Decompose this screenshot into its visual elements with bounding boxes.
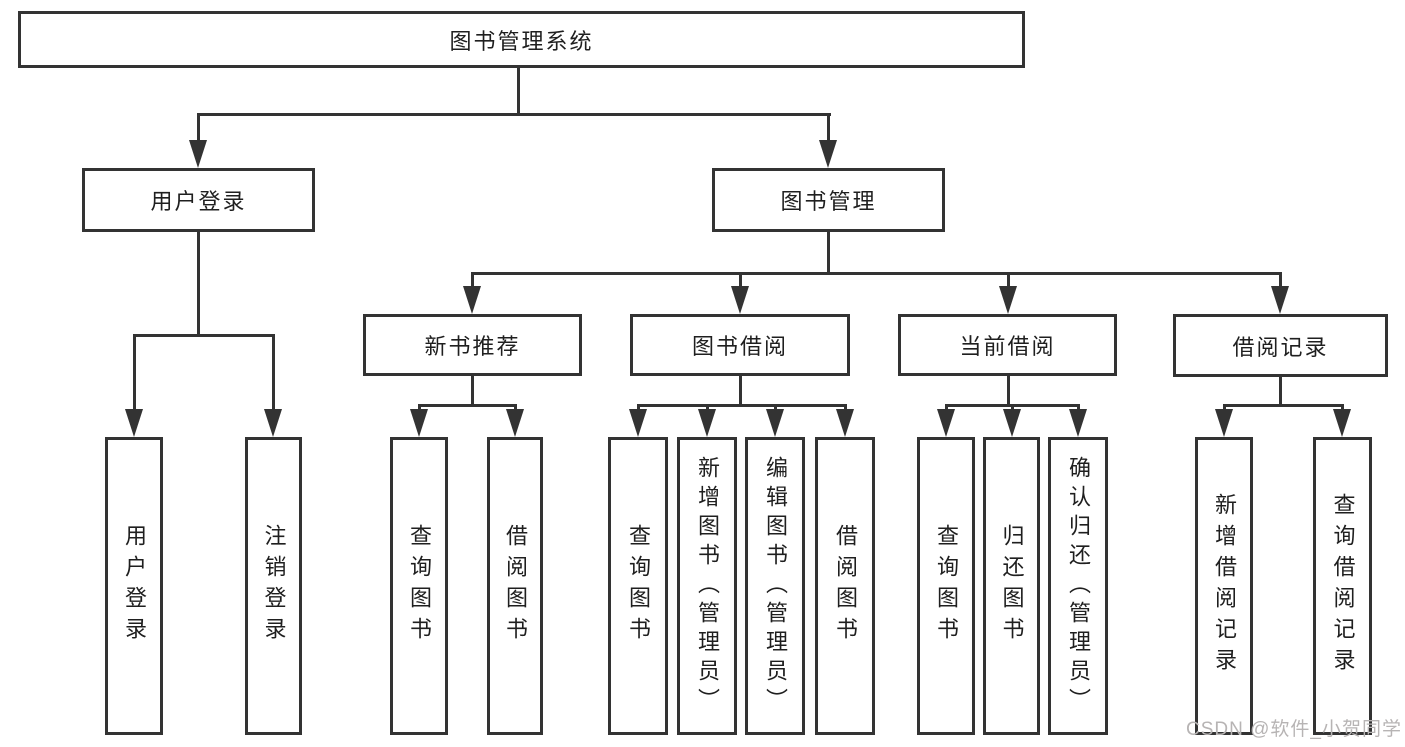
node-new-book-recommend-label: 新书推荐 [424,334,521,359]
leaf-node-add-book-admin-label: 新增图书（管理员） [695,455,720,717]
node-book-management: 图书管理 [712,168,945,232]
connector-line [471,376,474,407]
leaf-node-recommend-query-book: 查询图书 [390,437,448,735]
connector-line [197,232,200,337]
connector-line [1279,377,1282,407]
arrow-down-icon [999,286,1017,314]
leaf-node-recommend-borrow-book-label: 借阅图书 [503,524,528,648]
connector-line [1279,272,1282,292]
leaf-node-confirm-return-admin: 确认归还（管理员） [1048,437,1108,735]
leaf-node-borrow-book-label: 借阅图书 [833,524,858,648]
leaf-node-query-borrow-record-label: 查询借阅记录 [1330,493,1356,679]
arrow-down-icon [937,409,955,437]
leaf-node-add-borrow-record-label: 新增借阅记录 [1212,493,1237,679]
arrow-down-icon [766,409,784,437]
node-root-label: 图书管理系统 [449,28,594,54]
arrow-down-icon [463,286,481,314]
node-book-management-label: 图书管理 [780,189,877,214]
connector-line [197,113,200,145]
leaf-node-return-book-label: 归还图书 [999,524,1025,648]
connector-line [827,232,830,275]
leaf-node-current-query-book: 查询图书 [917,437,975,735]
connector-line [637,404,847,407]
leaf-node-recommend-borrow-book: 借阅图书 [487,437,543,735]
connector-line [133,334,275,337]
node-borrow-record: 借阅记录 [1173,314,1388,377]
connector-line [133,334,136,414]
arrow-down-icon [189,140,207,168]
connector-line [517,68,520,116]
connector-line [471,272,474,292]
arrow-down-icon [1215,409,1233,437]
leaf-node-recommend-query-book-label: 查询图书 [407,524,432,648]
leaf-node-add-borrow-record: 新增借阅记录 [1195,437,1253,735]
connector-line [418,404,517,407]
arrow-down-icon [1003,409,1021,437]
node-borrow-record-label: 借阅记录 [1232,334,1329,360]
arrow-down-icon [1271,286,1289,314]
connector-line [272,334,275,414]
connector-line [739,272,742,292]
arrow-down-icon [125,409,143,437]
leaf-node-borrow-query-book-label: 查询图书 [626,524,651,648]
arrow-down-icon [1069,409,1087,437]
arrow-down-icon [629,409,647,437]
connector-line [1007,272,1010,292]
leaf-node-confirm-return-admin-label: 确认归还（管理员） [1066,455,1091,717]
leaf-node-user-login-label: 用户登录 [122,524,147,648]
arrow-down-icon [836,409,854,437]
node-user-login-label: 用户登录 [150,189,247,214]
arrow-down-icon [1333,409,1351,437]
leaf-node-add-book-admin: 新增图书（管理员） [677,437,737,735]
node-book-borrow: 图书借阅 [630,314,850,376]
leaf-node-logout-label: 注销登录 [261,524,287,648]
node-current-borrow-label: 当前借阅 [959,334,1056,359]
arrow-down-icon [819,140,837,168]
arrow-down-icon [264,409,282,437]
node-user-login: 用户登录 [82,168,315,232]
leaf-node-edit-book-admin: 编辑图书（管理员） [745,437,805,735]
arrow-down-icon [731,286,749,314]
leaf-node-query-borrow-record: 查询借阅记录 [1313,437,1372,735]
leaf-node-logout: 注销登录 [245,437,302,735]
connector-line [471,272,1281,275]
connector-line [1007,376,1010,407]
leaf-node-borrow-query-book: 查询图书 [608,437,668,735]
csdn-watermark: CSDN @软件_小贺同学 [1186,719,1402,740]
leaf-node-user-login: 用户登录 [105,437,163,735]
arrow-down-icon [506,409,524,437]
node-current-borrow: 当前借阅 [898,314,1117,376]
leaf-node-edit-book-admin-label: 编辑图书（管理员） [763,455,788,717]
connector-line [1223,404,1344,407]
connector-line [827,113,830,145]
connector-line [739,376,742,407]
node-book-borrow-label: 图书借阅 [691,334,788,359]
node-root: 图书管理系统 [18,11,1025,68]
arrow-down-icon [698,409,716,437]
leaf-node-borrow-book: 借阅图书 [815,437,875,735]
connector-line [197,113,831,116]
leaf-node-return-book: 归还图书 [983,437,1040,735]
node-new-book-recommend: 新书推荐 [363,314,582,376]
leaf-node-current-query-book-label: 查询图书 [934,524,959,648]
arrow-down-icon [410,409,428,437]
